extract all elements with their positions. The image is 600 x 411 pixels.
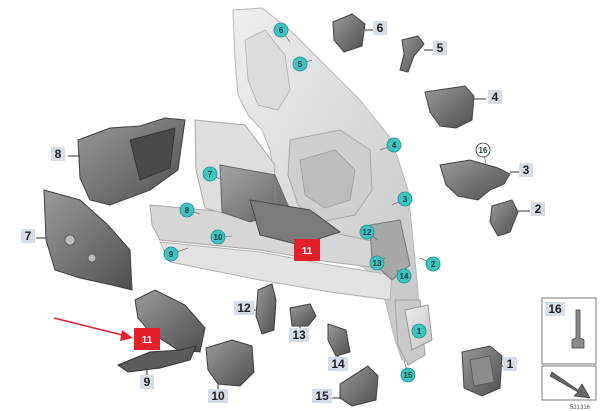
marker-text: 8 bbox=[185, 206, 190, 215]
callout-15: 15 bbox=[312, 389, 332, 403]
marker-8: 8 bbox=[179, 202, 195, 218]
marker-text: 16 bbox=[479, 146, 488, 155]
callout-text: 1 bbox=[507, 357, 514, 371]
callout-red-11: 11 bbox=[294, 239, 320, 261]
marker-text: 1 bbox=[417, 327, 422, 336]
marker-4: 4 bbox=[386, 137, 402, 153]
marker-text: 5 bbox=[298, 60, 303, 69]
callout-text: 4 bbox=[492, 90, 499, 104]
rivet-icon bbox=[571, 309, 585, 349]
marker-text: 3 bbox=[403, 195, 408, 204]
callout-9: 9 bbox=[140, 375, 154, 389]
callout-text: 10 bbox=[211, 389, 225, 403]
callout-text: 7 bbox=[25, 229, 32, 243]
part-9-bracket bbox=[134, 289, 206, 353]
red-labels: 11 11 bbox=[134, 239, 320, 350]
marker-9: 9 bbox=[163, 246, 179, 262]
marker-14: 14 bbox=[396, 268, 412, 284]
callout-4: 4 bbox=[488, 90, 502, 104]
marker-10: 10 bbox=[210, 229, 226, 245]
callout-red-text: 11 bbox=[142, 335, 153, 346]
callout-text: 13 bbox=[292, 328, 306, 342]
callout-2: 2 bbox=[531, 202, 545, 216]
marker-1: 1 bbox=[411, 323, 427, 339]
marker-text: 7 bbox=[208, 170, 213, 179]
reference-code: 531316 bbox=[570, 405, 591, 411]
part-12-bracket bbox=[255, 283, 277, 335]
part-14-bracket bbox=[327, 323, 351, 357]
callout-13: 13 bbox=[289, 328, 309, 342]
part-15-bracket bbox=[339, 365, 379, 407]
callout-text: 2 bbox=[535, 202, 542, 216]
callout-6: 6 bbox=[373, 21, 387, 35]
marker-13: 13 bbox=[369, 255, 385, 271]
part-7-panel bbox=[43, 189, 133, 291]
legend-label: 16 bbox=[548, 302, 562, 316]
marker-text: 12 bbox=[363, 228, 372, 237]
part-4-bracket bbox=[424, 85, 475, 129]
marker-6: 6 bbox=[273, 22, 289, 38]
marker-text: 6 bbox=[279, 26, 284, 35]
part-3-bracket bbox=[439, 159, 511, 201]
callout-1: 1 bbox=[503, 357, 517, 371]
marker-text: 9 bbox=[169, 250, 174, 259]
part-5-clip bbox=[399, 35, 425, 73]
marker-text: 15 bbox=[404, 371, 413, 380]
marker-text: 10 bbox=[214, 233, 223, 242]
marker-2: 2 bbox=[425, 256, 441, 272]
part-13-bracket bbox=[289, 303, 317, 327]
callout-text: 9 bbox=[144, 375, 151, 389]
callout-red-text: 11 bbox=[302, 246, 313, 257]
callout-8: 8 bbox=[51, 147, 65, 161]
legend-box: 16 531316 bbox=[541, 297, 597, 411]
marker-12: 12 bbox=[359, 224, 375, 240]
highlight-arrow bbox=[53, 317, 133, 341]
callout-text: 8 bbox=[55, 147, 62, 161]
marker-16: 16 bbox=[475, 142, 491, 158]
callout-text: 3 bbox=[523, 163, 530, 177]
callout-5: 5 bbox=[433, 41, 447, 55]
callout-text: 14 bbox=[331, 357, 345, 371]
marker-text: 14 bbox=[400, 272, 409, 281]
callout-12: 12 bbox=[234, 301, 254, 315]
part-2-bracket bbox=[489, 199, 519, 237]
view-arrow-icon bbox=[549, 371, 591, 399]
part-6-bracket bbox=[332, 13, 366, 53]
callout-text: 5 bbox=[437, 41, 444, 55]
marker-5: 5 bbox=[292, 56, 308, 72]
marker-15: 15 bbox=[400, 367, 416, 383]
callout-10: 10 bbox=[208, 389, 228, 403]
callout-red-11: 11 bbox=[134, 328, 160, 350]
callout-text: 12 bbox=[237, 301, 251, 315]
callout-7: 7 bbox=[21, 229, 35, 243]
marker-text: 4 bbox=[392, 141, 397, 150]
callout-text: 15 bbox=[315, 389, 329, 403]
part-10-bracket bbox=[205, 339, 255, 387]
callout-text: 6 bbox=[377, 21, 384, 35]
marker-7: 7 bbox=[202, 166, 218, 182]
callout-3: 3 bbox=[519, 163, 533, 177]
marker-3: 3 bbox=[397, 191, 413, 207]
marker-text: 2 bbox=[431, 260, 436, 269]
marker-text: 13 bbox=[373, 259, 382, 268]
wheelhouse-assembly bbox=[149, 7, 433, 366]
callout-14: 14 bbox=[328, 357, 348, 371]
